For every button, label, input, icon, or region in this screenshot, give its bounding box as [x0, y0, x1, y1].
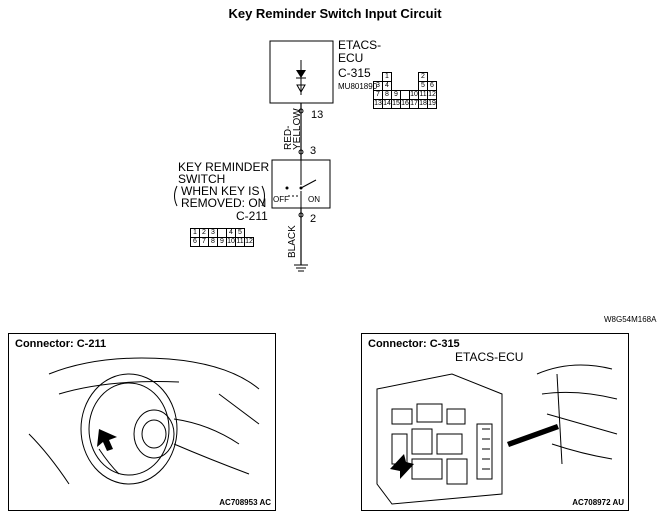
ecu-pin-label: 13 [311, 109, 324, 121]
c315-pin: 18 [418, 99, 428, 109]
c315-pin: 2 [418, 72, 428, 82]
c211-pin: 10 [226, 237, 236, 247]
c315-pin: 4 [382, 81, 392, 91]
c315-pin: 6 [427, 81, 437, 91]
c315-pin: 12 [427, 90, 437, 100]
ecu-name-line2: ECU [338, 51, 364, 65]
c315-pin-diagram: 1 2 3 4 5 6 7 8 9 10 11 12 13 14 15 16 1… [373, 72, 437, 109]
c315-pin: 8 [382, 90, 392, 100]
c315-pin: 7 [373, 90, 383, 100]
ecu-code: MU801890 [338, 82, 378, 91]
c315-pin: 10 [409, 90, 419, 100]
diagram-title: Key Reminder Switch Input Circuit [228, 6, 442, 21]
c211-pin: 6 [190, 237, 200, 247]
pointer-arrow-icon [390, 454, 414, 479]
c211-pin: 7 [199, 237, 209, 247]
figure-code: W8G54M168A [604, 315, 657, 324]
pointer-wedge-icon [507, 424, 559, 447]
switch-label-line1: KEY REMINDER [178, 160, 270, 174]
c211-pin: 8 [208, 237, 218, 247]
switch-pin-top-label: 3 [310, 145, 317, 157]
ground-icon [294, 264, 308, 272]
c211-pin: 4 [226, 228, 236, 238]
panel-right-subtitle: ETACS-ECU [455, 350, 524, 364]
c211-pin: 5 [235, 228, 245, 238]
pin-3-terminal [298, 149, 304, 155]
panel-left-code: AC708953 AC [219, 498, 271, 507]
panel-right-title: Connector: C-315 [368, 338, 460, 350]
c315-pin: 5 [418, 81, 428, 91]
switch-pin-bottom-label: 2 [310, 213, 317, 225]
steering-column-illustration [28, 357, 260, 485]
switch-connector-label: C-211 [236, 209, 268, 223]
pointer-arrow-icon [97, 429, 117, 451]
ecu-illustration [376, 364, 618, 505]
pin-2-terminal [298, 212, 304, 218]
c211-pin: 3 [208, 228, 218, 238]
c211-pin: 12 [244, 237, 254, 247]
c211-pin: 1 [190, 228, 200, 238]
panel-left-title: Connector: C-211 [15, 338, 107, 350]
c315-pin: 15 [391, 99, 401, 109]
diode-icon [296, 70, 306, 78]
c315-pin: 3 [373, 81, 383, 91]
connector-c315-panel: Connector: C-315 ETACS-ECU AC7 [361, 333, 629, 511]
switch-label-line2: SWITCH [178, 172, 226, 186]
c315-pin: 11 [418, 90, 428, 100]
switch-contact [300, 179, 317, 189]
c315-pin: 16 [400, 99, 410, 109]
c315-pin: 9 [391, 90, 401, 100]
c211-pin: 11 [235, 237, 245, 247]
wire-top-color-line2: YELLOW [292, 108, 303, 150]
c315-pin: 1 [382, 72, 392, 82]
switch-label-line3: WHEN KEY IS [181, 184, 260, 198]
panel-right-code: AC708972 AU [572, 498, 624, 507]
c315-pin: 14 [382, 99, 392, 109]
pin-13-terminal [298, 108, 304, 114]
switch-off-label: OFF [273, 195, 289, 204]
c315-pin: 19 [427, 99, 437, 109]
ecu-connector-label: C-315 [338, 66, 371, 80]
connector-c211-panel: Connector: C-211 AC708953 AC [8, 333, 276, 511]
arrow-down-icon [296, 84, 306, 94]
switch-label-line4: REMOVED: ON [181, 196, 267, 210]
switch-on-label: ON [308, 195, 320, 204]
c315-pin: 13 [373, 99, 383, 109]
c315-pin: 17 [409, 99, 419, 109]
ecu-name-line1: ETACS- [338, 38, 382, 52]
wire-bottom-color: BLACK [287, 225, 298, 258]
c211-pin: 9 [217, 237, 227, 247]
c211-pin: 2 [199, 228, 209, 238]
c211-pin-diagram: 1 2 3 4 5 6 7 8 9 10 11 12 [190, 228, 254, 247]
